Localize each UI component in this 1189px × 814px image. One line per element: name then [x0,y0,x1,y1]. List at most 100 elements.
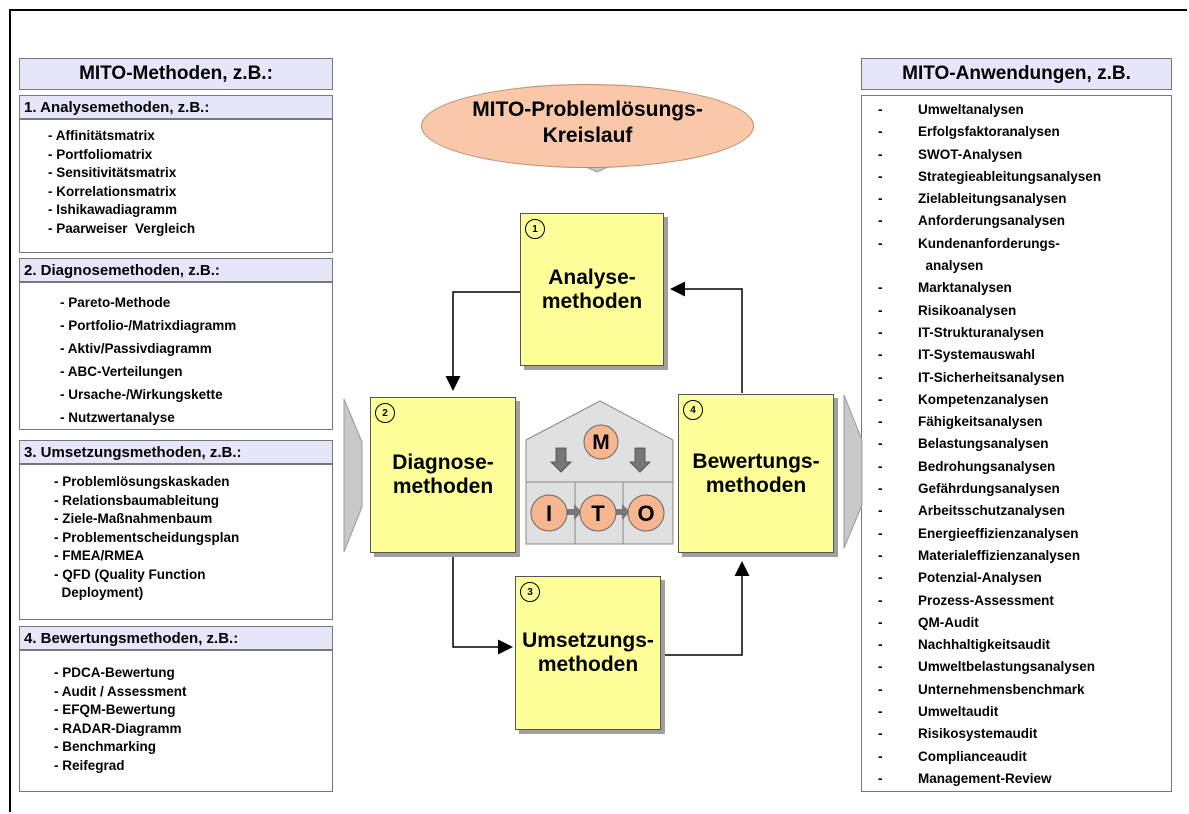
application-label: analysen [918,258,984,274]
application-label: Marktanalysen [918,280,1012,296]
application-label: Strategieableitungsanalysen [918,168,1102,184]
application-item: - IT-Systemauswahl [862,344,1171,366]
bullet-dash: - [878,347,883,363]
box-bewertungsmethoden: 4 Bewertungs-methoden [678,394,834,553]
method-item: - RADAR-Diagramm [54,720,182,736]
method-item: - Problemlösungskaskaden [54,474,230,489]
application-item: - Kundenanforderungs- [862,233,1171,255]
application-item: - Risikoanalysen [862,300,1171,322]
application-label: Kundenanforderungs- [918,235,1060,251]
bullet-dash: - [878,592,883,608]
application-label: Risikoanalysen [918,302,1017,318]
bullet-dash: - [878,280,883,296]
section-title-diagnose: 2. Diagnosemethoden, z.B.: [19,258,333,282]
box-diagnosemethoden: 2 Diagnose-methoden [370,397,516,553]
box1-line1: Analyse- [548,265,636,289]
application-item: -QM-Audit [862,612,1171,634]
bullet-dash: - [878,704,883,720]
box-umsetzungsmethoden: 3 Umsetzungs-methoden [515,576,661,730]
bullet-dash: - [878,458,883,474]
application-label: Zielableitungsanalysen [918,191,1067,207]
application-item: - Prozess-Assessment [862,590,1171,612]
application-item: - Strategieableitungsanalysen [862,166,1171,188]
cycle-title-line1: MITO-Problemlösungs- [472,98,703,121]
method-item: - EFQM-Bewertung [54,702,176,717]
cycle-title-line2: Kreislauf [542,124,633,147]
box1-line2: methoden [541,289,643,313]
section-title-analyse: 1. Analysemethoden, z.B.: [19,95,333,119]
method-item: - Ziele-Maßnahmenbaum [54,511,213,526]
method-item: - Aktiv/Passivdiagramm [60,341,212,356]
bullet-dash: - [878,570,883,586]
step-number-4: 4 [683,400,703,420]
method-item: - Sensitivitätsmatrix [48,165,177,180]
method-item: - PDCA-Bewertung [54,665,175,680]
bullet-dash: - [878,637,883,653]
box4-line2: methoden [705,473,807,497]
application-label: Unternehmensbenchmark [918,681,1085,697]
section-title-bewertung: 4. Bewertungsmethoden, z.B.: [19,626,333,650]
section-list-analyse: - Affinitätsmatrix - Portfoliomatrix - Sen… [19,119,333,253]
application-label: IT-Strukturanalysen [918,324,1045,340]
application-label: Umweltbelastungsanalysen [918,659,1096,675]
method-item: - Problementscheidungsplan [54,529,240,545]
method-item: - Portfolio-/Matrixdiagramm [60,318,237,333]
bullet-dash: - [878,191,883,207]
box2-line1: Diagnose- [392,451,494,474]
application-item: -SWOT-Analysen [862,144,1171,166]
bullet-dash: - [878,369,883,385]
application-label: Prozess-Assessment [918,592,1054,608]
section-title-umsetzung: 3. Umsetzungsmethoden, z.B.: [19,440,333,464]
section-list-diagnose: - Pareto-Methode - Portfolio-/Matrixdiagr… [19,282,333,430]
bullet-dash: - [878,235,883,251]
bullet-dash: - [878,659,883,675]
bullet-dash: - [878,681,883,697]
bullet-dash: - [878,324,883,340]
application-item: -Fähigkeitsanalysen [862,411,1171,433]
application-item: -Arbeitsschutzanalysen [862,500,1171,522]
application-label: Energieeffizienzanalysen [918,525,1079,541]
method-item: Deployment) [54,585,144,600]
method-item: - QFD (Quality Function [54,566,206,582]
application-label: Umweltaudit [918,704,999,720]
bullet-dash: - [878,547,883,563]
method-item: - Audit / Assessment [54,683,187,699]
bullet-dash: - [878,168,883,184]
method-item: - Ishikawadiagramm [48,202,178,217]
application-item: -Complianceaudit [862,746,1171,768]
application-item: -Umweltanalysen [862,99,1171,121]
application-label: Risikosystemaudit [918,726,1038,742]
bullet-dash: - [878,726,883,742]
method-item: - Relationsbaumableitung [54,492,220,508]
application-item: - Marktanalysen [862,277,1171,299]
bullet-dash: - [878,748,883,764]
application-item: -Belastungsanalysen [862,433,1171,455]
application-item: - Nachhaltigkeitsaudit [862,634,1171,656]
step-number-2: 2 [375,403,395,423]
method-item: - Nutzwertanalyse [60,410,175,425]
application-item: - Umweltbelastungsanalysen [862,656,1171,678]
application-item: -Bedrohungsanalysen [862,456,1171,478]
method-item: - Pareto-Methode [60,295,171,310]
application-label: IT-Systemauswahl [918,347,1036,363]
application-label: Materialeffizienzanalysen [918,547,1081,563]
application-item: - IT-Strukturanalysen [862,322,1171,344]
box-analysemethoden: 1 Analyse-methoden [520,213,664,366]
box2-line2: methoden [392,475,494,498]
application-label: Nachhaltigkeitsaudit [918,637,1051,653]
step-number-1: 1 [525,219,545,239]
bullet-dash: - [878,414,883,430]
bullet-dash: - [878,302,883,318]
method-item: - Reifegrad [54,757,125,773]
applications-list: -Umweltanalysen-Erfolgsfaktoranalysen-SW… [861,95,1172,792]
bullet-dash: - [878,391,883,407]
method-item: - Affinitätsmatrix [48,128,155,143]
application-item: analysen [862,255,1171,277]
bullet-dash: - [878,481,883,497]
left-header: MITO-Methoden, z.B.: [19,58,333,90]
method-item: - Portfoliomatrix [48,146,153,162]
application-item: -Management-Review [862,768,1171,790]
bullet-dash: - [878,436,883,452]
application-label: Umweltanalysen [918,102,1024,117]
application-item: - Risikosystemaudit [862,723,1171,745]
